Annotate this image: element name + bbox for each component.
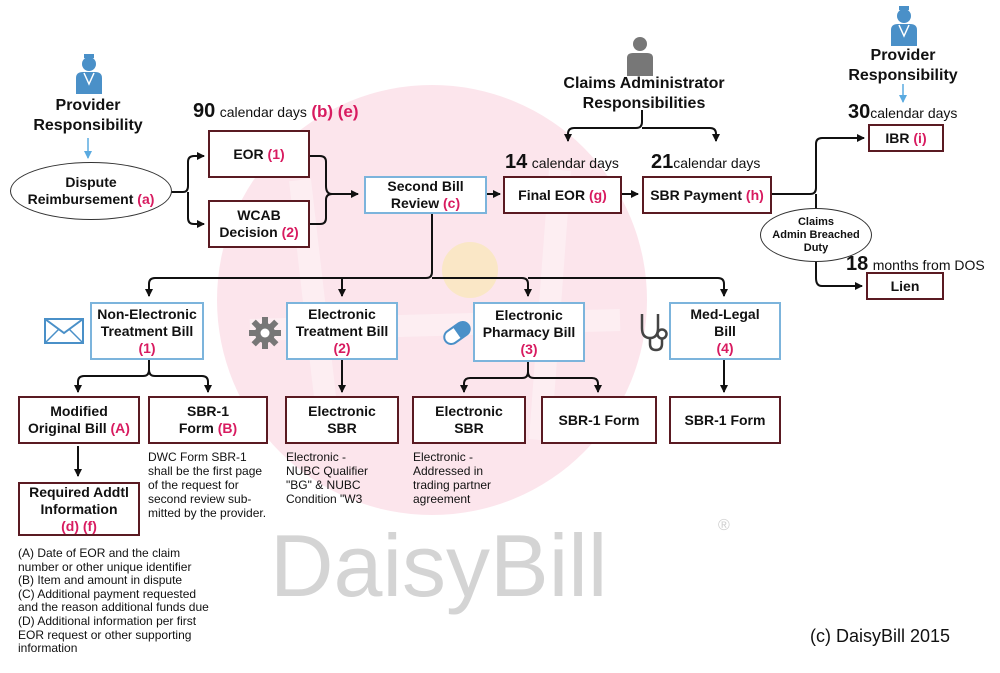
pill-icon (443, 320, 471, 346)
sbr1-form-node-4: SBR-1 Form (669, 396, 781, 444)
deadline-30-days: 30calendar days (848, 101, 958, 123)
sbr-payment-node: SBR Payment (h) (642, 176, 772, 214)
claims-admin-breached-duty-node: Claims Admin Breached Duty (760, 208, 872, 262)
deadline-21-days: 21calendar days (651, 151, 761, 173)
eor-node: EOR (1) (208, 130, 310, 178)
non-electronic-treatment-bill-node: Non-Electronic Treatment Bill (1) (90, 302, 204, 360)
deadline-90-days: 90 calendar days (b) (e) (193, 100, 359, 122)
dispute-reimbursement-node: Dispute Reimbursement (a) (10, 162, 172, 220)
deadline-18-months: 18 months from DOS (846, 253, 985, 275)
watermark-text: DaisyBill (270, 516, 607, 615)
sbr1-form-b-node: SBR-1 Form (B) (148, 396, 268, 444)
modified-original-bill-node: Modified Original Bill (A) (18, 396, 140, 444)
claims-admin-person-icon (627, 37, 653, 76)
flower-center (442, 242, 498, 298)
wcab-decision-node: WCAB Decision (2) (208, 200, 310, 248)
copyright: (c) DaisyBill 2015 (810, 626, 951, 646)
ibr-node: IBR (i) (868, 124, 944, 152)
deadline-14-days: 14 calendar days (505, 151, 619, 173)
required-addtl-information-node: Required Addtl Information (d) (f) (18, 482, 140, 536)
gear-icon (249, 317, 281, 349)
provider-person-icon (891, 6, 917, 46)
provider-person-icon (76, 54, 102, 94)
med-legal-bill-node: Med-Legal Bill (4) (669, 302, 781, 360)
stethoscope-icon (640, 314, 668, 352)
registered-mark: ® (718, 517, 730, 534)
envelope-icon (44, 318, 84, 344)
electronic-treatment-bill-node: Electronic Treatment Bill (2) (286, 302, 398, 360)
lien-node: Lien (866, 272, 944, 300)
second-bill-review-node: Second Bill Review (c) (364, 176, 487, 214)
sbr1-form-node-3: SBR-1 Form (541, 396, 657, 444)
final-eor-node: Final EOR (g) (503, 176, 622, 214)
electronic-sbr-node-3: Electronic SBR (412, 396, 526, 444)
electronic-pharmacy-bill-node: Electronic Pharmacy Bill (3) (473, 302, 585, 362)
electronic-sbr-node-2: Electronic SBR (285, 396, 399, 444)
